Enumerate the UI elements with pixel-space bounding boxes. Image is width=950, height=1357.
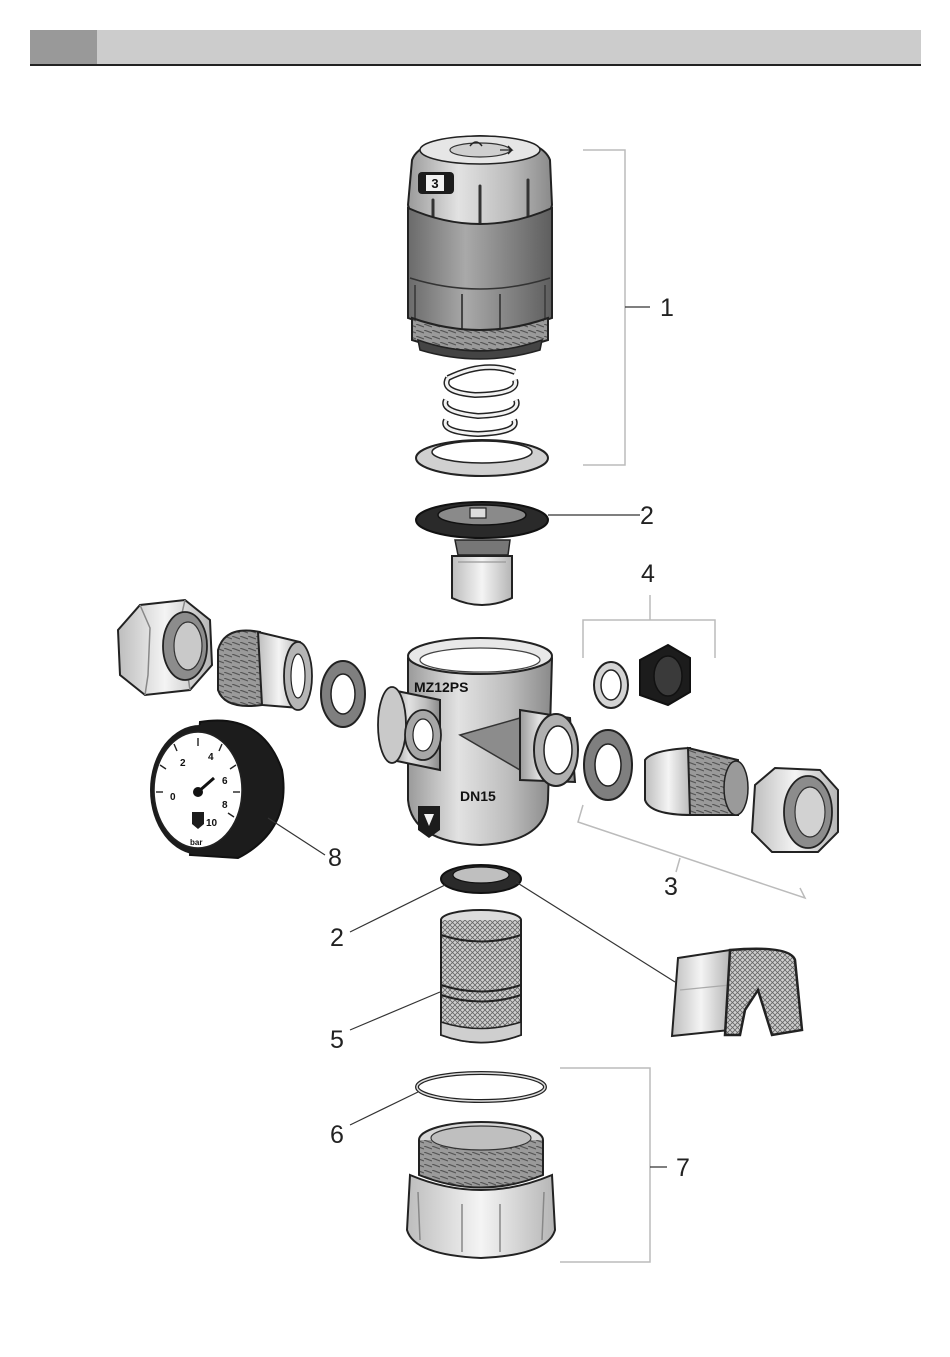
spring xyxy=(445,367,517,434)
gauge-label-6: 6 xyxy=(222,776,228,787)
callout-2-lower: 2 xyxy=(330,924,344,952)
gauge-label-4: 4 xyxy=(208,752,214,763)
valve-body: MZ12PS DN15 xyxy=(378,638,578,845)
strainer xyxy=(441,910,521,1043)
gauge-label-10: 10 xyxy=(206,818,218,829)
filter-bowl xyxy=(407,1122,555,1258)
gauge-unit: bar xyxy=(190,838,202,847)
callout-6: 6 xyxy=(330,1121,344,1149)
pressure-gauge: 2 4 6 8 10 0 bar xyxy=(150,721,284,858)
gauge-label-8: 8 xyxy=(222,800,228,811)
callout-7: 7 xyxy=(676,1154,690,1182)
diaphragm-assembly xyxy=(416,502,548,605)
right-connection xyxy=(584,730,838,852)
callout-8: 8 xyxy=(328,844,342,872)
gauge-label-2: 2 xyxy=(180,758,186,769)
callout-4: 4 xyxy=(641,560,655,588)
callout-3: 3 xyxy=(664,873,678,901)
left-connection xyxy=(118,600,365,727)
bonnet-assembly: 3 xyxy=(408,136,552,476)
callout-5: 5 xyxy=(330,1026,344,1054)
plug-assembly xyxy=(594,645,690,708)
o-ring xyxy=(417,1073,545,1101)
setting-number: 3 xyxy=(431,176,438,191)
callout-2-upper: 2 xyxy=(640,502,654,530)
lip-seal xyxy=(441,865,521,893)
callout-1: 1 xyxy=(660,294,674,322)
size-marking: DN15 xyxy=(460,788,496,804)
seal-section-detail xyxy=(672,949,802,1036)
gauge-label-0: 0 xyxy=(170,792,176,803)
model-marking: MZ12PS xyxy=(414,679,468,695)
